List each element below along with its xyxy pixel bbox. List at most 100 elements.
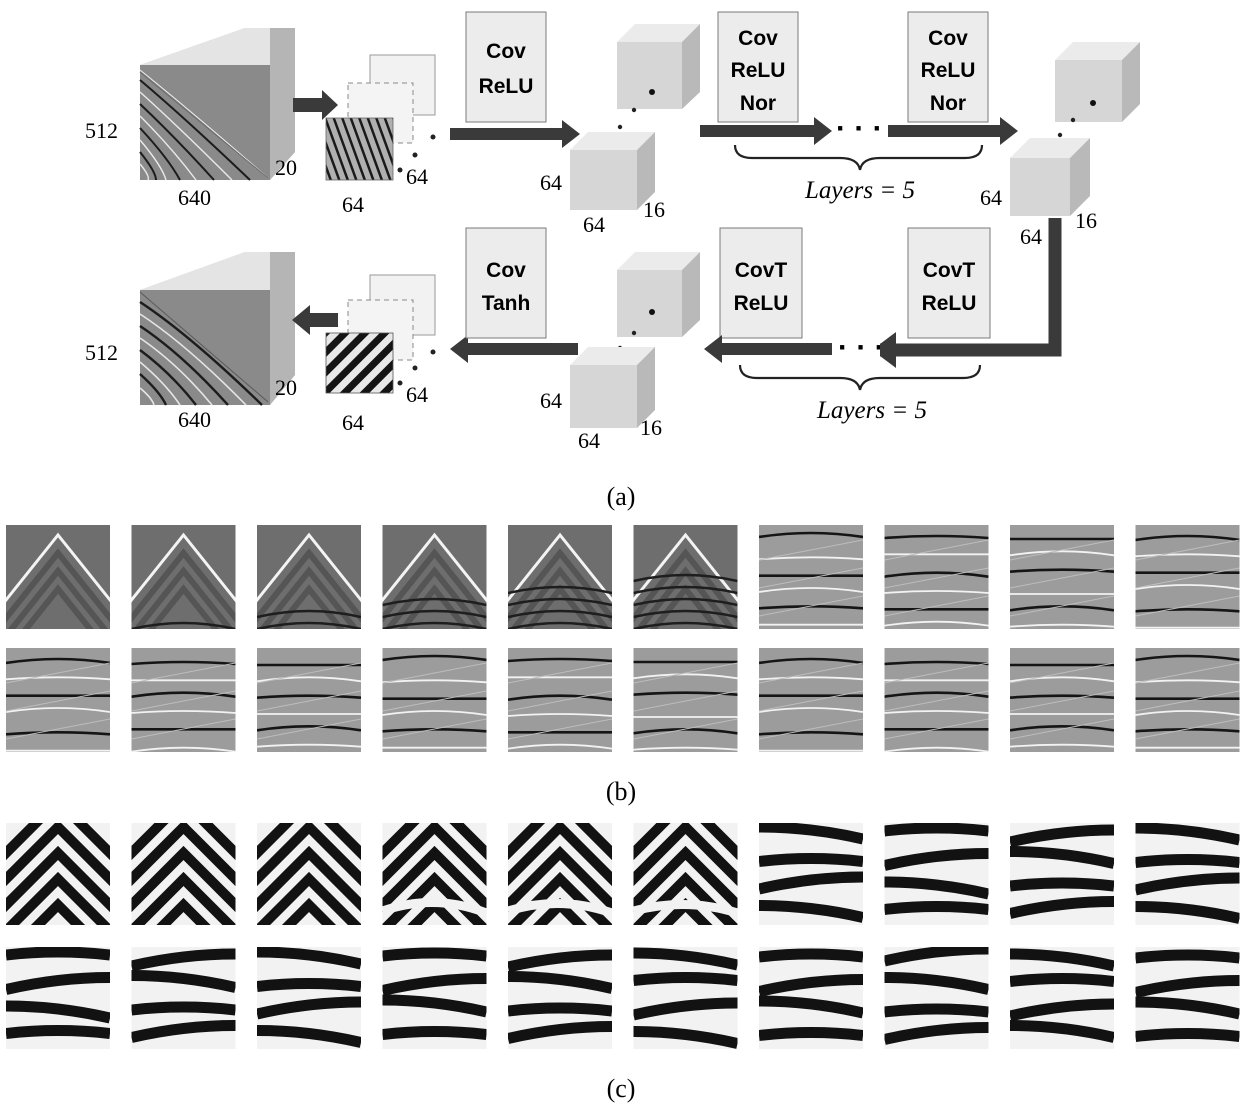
b-thumbnail bbox=[1135, 525, 1240, 629]
b-thumbnail bbox=[759, 525, 863, 629]
c-thumbnail bbox=[6, 947, 110, 1049]
encoder-row: 512 640 20 64 64 Cov ReLU bbox=[85, 11, 1140, 249]
block2-line1: Cov bbox=[738, 27, 778, 50]
patch-stack bbox=[325, 54, 436, 181]
decoder-feature-cube bbox=[570, 252, 700, 428]
arrow-to-conv1 bbox=[450, 120, 580, 148]
b-thumbnail bbox=[633, 648, 738, 752]
input-cube bbox=[139, 28, 295, 181]
b-thumbnail bbox=[257, 525, 361, 629]
b-thumbnail bbox=[884, 648, 989, 752]
b-thumbnail bbox=[1010, 525, 1114, 629]
block3-line2: ReLU bbox=[921, 59, 976, 82]
b-thumbnail bbox=[382, 648, 487, 752]
decoder-block-convt-relu-1: CovT ReLU bbox=[719, 227, 803, 339]
patch-image bbox=[325, 117, 394, 181]
bottleneck-connector bbox=[880, 218, 1062, 357]
arrow-to-decoder-feature bbox=[704, 335, 832, 363]
input-cube-top bbox=[140, 28, 270, 65]
encoder-block-conv-relu-nor-1: Cov ReLU Nor bbox=[717, 11, 799, 123]
c-thumbnail bbox=[131, 947, 236, 1049]
b-thumbnail bbox=[257, 648, 361, 752]
b-thumbnail bbox=[6, 525, 110, 629]
input-width-label: 640 bbox=[178, 185, 211, 210]
c-thumbnail bbox=[884, 947, 989, 1049]
feature2-depth-label: 16 bbox=[1075, 208, 1097, 233]
block3-line1: Cov bbox=[928, 27, 968, 50]
c-thumbnail bbox=[759, 823, 863, 925]
arrow-to-layers bbox=[700, 117, 832, 145]
caption-a: (a) bbox=[607, 482, 636, 511]
encoder-brace bbox=[733, 144, 984, 171]
dblock3-line2: Tanh bbox=[482, 292, 531, 315]
c-thumbnail bbox=[257, 823, 361, 925]
grid-b bbox=[6, 525, 1240, 752]
decoder-block-convt-relu-2: CovT ReLU bbox=[907, 227, 991, 339]
feature1-depth-label: 16 bbox=[643, 197, 665, 222]
b-thumbnail bbox=[131, 648, 236, 752]
encoder-block-conv-relu: Cov ReLU bbox=[465, 11, 547, 123]
c-thumbnail bbox=[884, 823, 989, 925]
output-cube bbox=[139, 252, 295, 406]
c-thumbnail bbox=[1010, 823, 1114, 925]
dfeature-height-label: 64 bbox=[540, 388, 562, 413]
c-thumbnail bbox=[508, 947, 612, 1049]
caption-b: (b) bbox=[606, 777, 636, 806]
b-thumbnail bbox=[1010, 648, 1114, 752]
input-height-label: 512 bbox=[85, 118, 118, 143]
b-thumbnail bbox=[759, 648, 863, 752]
encoder-ellipsis: · · · bbox=[836, 112, 883, 145]
dblock2-line2: ReLU bbox=[922, 292, 977, 315]
decoder-layers-label: Layers = 5 bbox=[816, 397, 927, 424]
b-thumbnail bbox=[1135, 648, 1240, 752]
feature2-width-label: 64 bbox=[1020, 224, 1042, 249]
decoder-block-conv-tanh: Cov Tanh bbox=[465, 227, 547, 339]
c-thumbnail bbox=[257, 947, 361, 1049]
c-thumbnail bbox=[382, 947, 487, 1049]
c-thumbnail bbox=[508, 823, 612, 925]
b-thumbnail bbox=[508, 648, 612, 752]
feature1-height-label: 64 bbox=[540, 170, 562, 195]
arrow-to-decoder-patches bbox=[450, 335, 578, 363]
c-thumbnail bbox=[1135, 823, 1240, 925]
patch-stack-label: 64 bbox=[406, 164, 428, 189]
encoder-layers-label: Layers = 5 bbox=[804, 177, 915, 204]
dblock1-line2: ReLU bbox=[734, 292, 789, 315]
c-thumbnail bbox=[6, 823, 110, 925]
grid-c bbox=[6, 823, 1240, 1049]
b-thumbnail bbox=[884, 525, 989, 629]
output-height-label: 512 bbox=[85, 340, 118, 365]
b-thumbnail bbox=[6, 648, 110, 752]
arrow-to-output bbox=[292, 305, 338, 335]
decoder-patch-size-label: 64 bbox=[342, 410, 364, 435]
c-thumbnail bbox=[1010, 947, 1114, 1049]
dfeature-width-label: 64 bbox=[578, 428, 600, 453]
c-thumbnail bbox=[382, 823, 487, 925]
c-thumbnail bbox=[1135, 947, 1240, 1049]
block1-line2: ReLU bbox=[479, 75, 534, 98]
c-thumbnail bbox=[633, 823, 738, 925]
decoder-entry-arrowhead bbox=[880, 332, 896, 368]
decoder-patch-stack-label: 64 bbox=[406, 382, 428, 407]
c-thumbnail bbox=[131, 823, 236, 925]
block2-line3: Nor bbox=[740, 92, 776, 115]
output-depth-label: 20 bbox=[275, 375, 297, 400]
arrow-to-patches bbox=[293, 90, 338, 120]
dblock3-line1: Cov bbox=[486, 259, 526, 282]
patch-size-label: 64 bbox=[342, 192, 364, 217]
c-thumbnail bbox=[633, 947, 738, 1049]
block1-line1: Cov bbox=[486, 40, 526, 63]
encoder-block-conv-relu-nor-2: Cov ReLU Nor bbox=[907, 11, 989, 123]
dblock2-line1: CovT bbox=[923, 259, 976, 282]
feature-cube-2 bbox=[1010, 42, 1140, 216]
dblock1-line1: CovT bbox=[735, 259, 788, 282]
decoder-brace bbox=[738, 364, 982, 391]
feature2-height-label: 64 bbox=[980, 185, 1002, 210]
decoder-patch-stack bbox=[325, 274, 436, 394]
input-depth-label: 20 bbox=[275, 155, 297, 180]
b-thumbnail bbox=[633, 525, 738, 629]
output-width-label: 640 bbox=[178, 407, 211, 432]
b-thumbnail bbox=[508, 525, 612, 629]
arrow-to-feature2 bbox=[888, 117, 1018, 145]
